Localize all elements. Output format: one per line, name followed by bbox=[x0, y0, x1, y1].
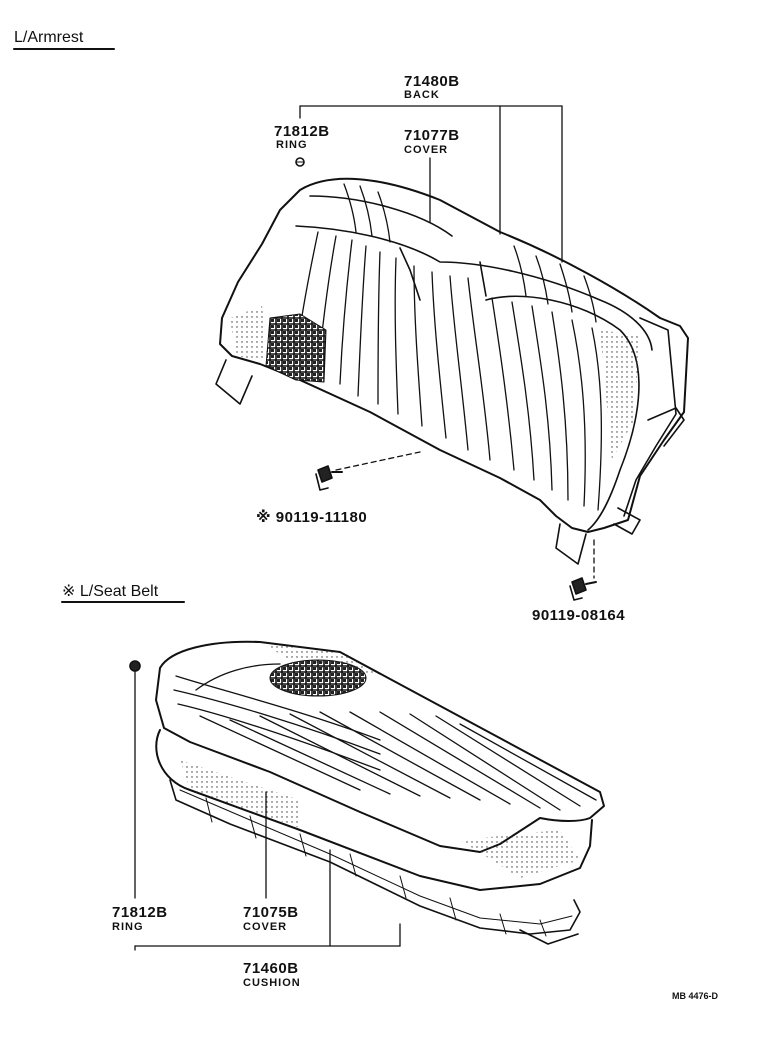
armrest-section-title: L/Armrest bbox=[14, 29, 84, 46]
ring-bottom-part-number: 71812B bbox=[112, 904, 168, 921]
ring-top-part-number: 71812B bbox=[274, 123, 330, 140]
cushion-cover-part-name: COVER bbox=[243, 921, 288, 933]
back-cover-part-number: 71077B bbox=[404, 127, 460, 144]
seat-cushion-illustration bbox=[155, 640, 605, 945]
diagram-reference-code: MB 4476-D bbox=[672, 991, 719, 1001]
ring-bottom-part-name: RING bbox=[112, 921, 144, 933]
seat-belt-label: L/Seat Belt bbox=[79, 583, 159, 600]
ring-top-illustration bbox=[295, 157, 305, 167]
back-part-number: 71480B bbox=[404, 73, 460, 90]
seat-back-illustration bbox=[215, 177, 689, 565]
bolt-right-part-number: 90119-08164 bbox=[532, 607, 626, 624]
ring-top-part-name: RING bbox=[276, 139, 308, 151]
seat-belt-section-title: ※ L/Seat Belt bbox=[62, 584, 158, 600]
bolt-right-illustration bbox=[569, 577, 597, 601]
back-part-name: BACK bbox=[404, 89, 440, 101]
bolt-left-illustration bbox=[315, 465, 343, 491]
cushion-part-name: CUSHION bbox=[243, 977, 301, 989]
back-cover-part-name: COVER bbox=[404, 144, 449, 156]
seat-belt-mark: ※ bbox=[62, 583, 76, 600]
bolt-left-part-number: ※ 90119-11180 bbox=[256, 509, 368, 526]
cushion-part-number: 71460B bbox=[243, 960, 299, 977]
ring-bottom-illustration bbox=[129, 660, 141, 672]
cushion-cover-part-number: 71075B bbox=[243, 904, 299, 921]
